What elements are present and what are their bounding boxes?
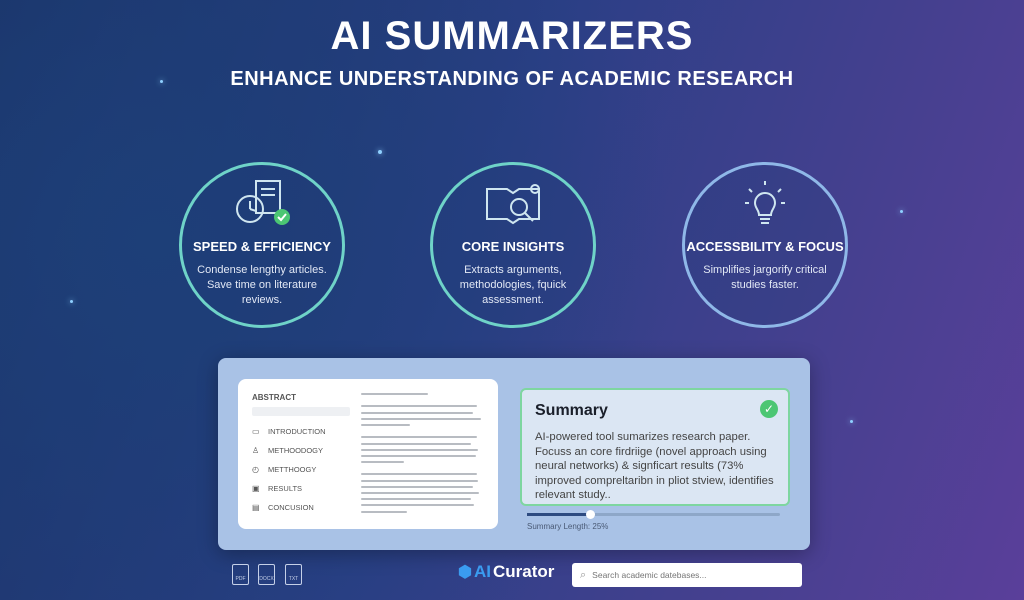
text-line (361, 479, 479, 482)
summary-length-label: Summary Length: 25% (527, 522, 609, 531)
summary-title: Summary (535, 402, 608, 419)
feature-speed: SPEED & EFFICIENCY Condense lengthy arti… (179, 162, 345, 328)
txt-file-icon[interactable]: TXT (285, 564, 302, 585)
feature-text: Extracts arguments, methodologies, fquic… (459, 264, 567, 306)
feature-accessibility: ACCESSBILITY & FOCUS Simplifies jargorif… (682, 162, 848, 328)
feature-text: Condense lengthy articles. Save time on … (197, 264, 327, 306)
book-magnifier-gear-icon (433, 179, 593, 229)
section-conclusion[interactable]: ▤CONCUSION (252, 503, 314, 512)
text-line (361, 405, 477, 408)
document-icon: ▤ (252, 503, 260, 512)
page-subtitle: ENHANCE UNDERSTANDING OF ACADEMIC RESEAR… (230, 68, 794, 90)
docx-file-icon[interactable]: DOCX (258, 564, 275, 585)
feature-title: ACCESSBILITY & FOCUS (686, 239, 844, 254)
summarizer-panel: ABSTRACT ▭INTRODUCTION ♙METHOODOGY ◴METT… (218, 358, 810, 550)
text-line (361, 436, 477, 439)
section-methodology[interactable]: ♙METHOODOGY (252, 446, 324, 455)
brain-icon: ⬢ (458, 564, 472, 581)
person-icon: ♙ (252, 446, 260, 455)
text-line (361, 454, 476, 457)
text-line (361, 510, 408, 513)
search-icon: ⌕ (580, 568, 587, 581)
text-line (361, 492, 480, 494)
calendar-icon: ▭ (252, 427, 260, 436)
text-line (361, 423, 410, 426)
section-introduction[interactable]: ▭INTRODUCTION (252, 427, 326, 436)
summary-text: AI-powered tool sumarizes research paper… (535, 431, 774, 501)
lightbulb-brain-icon (685, 179, 845, 229)
text-line (361, 504, 475, 507)
summary-card: Summary ✓ AI-powered tool sumarizes rese… (520, 388, 790, 506)
pdf-file-icon[interactable]: PDF (232, 564, 249, 585)
summary-length-slider[interactable] (527, 510, 780, 519)
stopwatch-document-check-icon (182, 179, 342, 229)
slider-handle[interactable] (586, 510, 596, 519)
check-icon: ✓ (760, 400, 778, 418)
document-body-text (361, 393, 483, 517)
section-results[interactable]: ▣RESULTS (252, 484, 303, 493)
document-preview: ABSTRACT ▭INTRODUCTION ♙METHOODOGY ◴METT… (238, 379, 498, 529)
text-line (361, 442, 471, 445)
text-line (361, 411, 474, 414)
abstract-bar (252, 407, 350, 416)
chart-icon: ▣ (252, 484, 260, 493)
feature-insights: CORE INSIGHTS Extracts arguments, method… (430, 162, 596, 328)
text-line (361, 448, 479, 451)
abstract-heading: ABSTRACT (252, 393, 296, 402)
search-box[interactable]: ⌕ (572, 563, 802, 587)
text-line (361, 393, 429, 395)
page-title: AI SUMMARIZERS (330, 14, 694, 58)
text-line (361, 461, 404, 464)
timer-icon: ◴ (252, 465, 259, 474)
slider-fill (527, 513, 591, 516)
text-line (361, 498, 471, 501)
text-line (361, 417, 481, 420)
text-line (361, 473, 477, 476)
text-line (361, 485, 474, 488)
search-input[interactable] (592, 570, 783, 580)
feature-title: SPEED & EFFICIENCY (193, 239, 331, 254)
feature-text: Simplifies jargorify critical studies fa… (703, 264, 827, 291)
section-methodology-2[interactable]: ◴METTHOOGY (252, 465, 317, 474)
feature-title: CORE INSIGHTS (461, 239, 565, 254)
